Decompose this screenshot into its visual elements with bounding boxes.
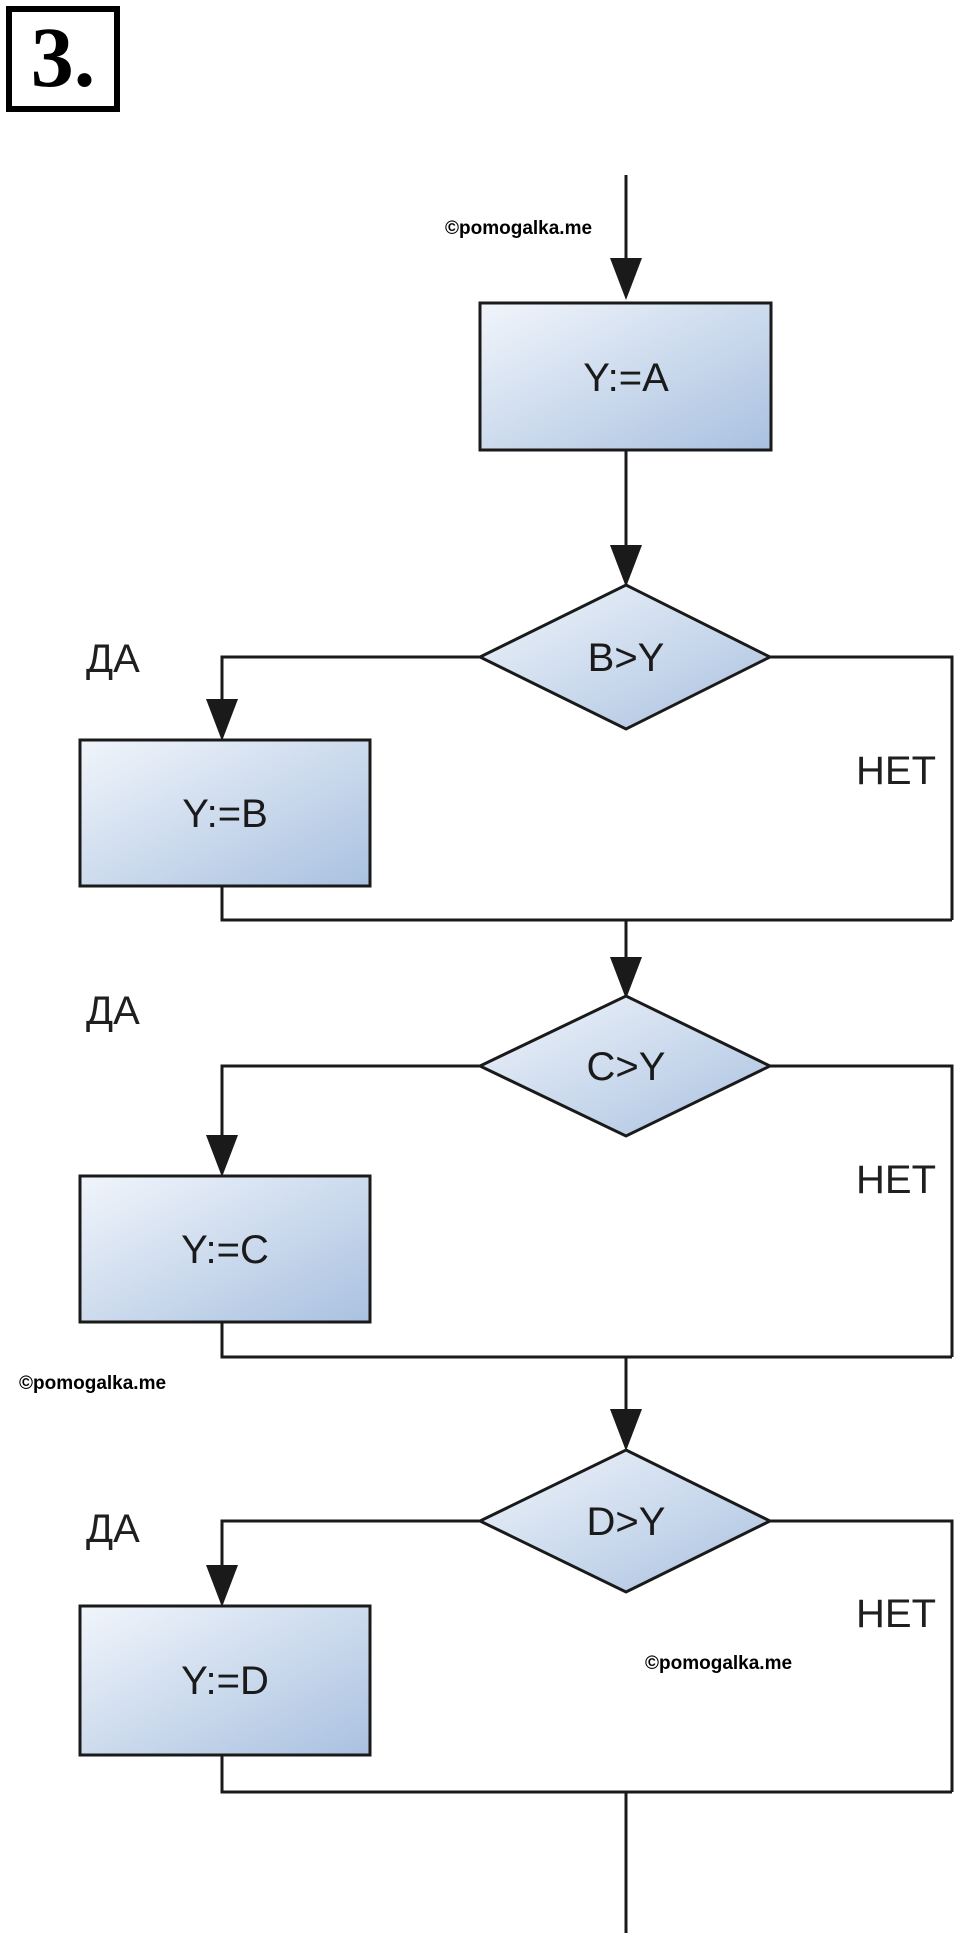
assign-block-1	[78, 738, 372, 888]
arrowhead-cond3	[610, 1409, 642, 1451]
yes-branch-3	[220, 1519, 480, 1603]
arrowhead-start	[610, 258, 642, 300]
arrowhead-assign1	[206, 699, 238, 741]
assign-block-2	[78, 1174, 372, 1324]
merge-1	[220, 886, 952, 922]
no-branch-2	[770, 1064, 954, 1357]
no-label-1: НЕТ	[856, 749, 936, 793]
decision-3-text: D>Y	[587, 1500, 666, 1544]
decision-1	[476, 583, 774, 731]
decision-2-text: C>Y	[587, 1045, 666, 1089]
watermark-3: ©pomogalka.me	[645, 1653, 792, 1674]
task-number: 3.	[30, 9, 96, 105]
arrowhead-assign3	[206, 1565, 238, 1607]
yes-label-1: ДА	[86, 637, 140, 681]
decision-1-text: B>Y	[588, 636, 665, 680]
no-label-3: НЕТ	[856, 1592, 936, 1636]
assign-block-1-text: Y:=B	[182, 792, 268, 836]
arrowhead-cond2	[610, 957, 642, 999]
watermark-1: ©pomogalka.me	[445, 218, 592, 239]
no-label-2: НЕТ	[856, 1158, 936, 1202]
yes-label-3: ДА	[86, 1507, 140, 1551]
start-block-text: Y:=A	[583, 356, 669, 400]
assign-block-2-text: Y:=C	[181, 1228, 269, 1272]
yes-label-2: ДА	[86, 989, 140, 1033]
watermark-2: ©pomogalka.me	[19, 1373, 166, 1394]
start-block	[478, 301, 773, 452]
decision-2	[476, 994, 774, 1138]
no-branch-1	[770, 655, 954, 920]
yes-branch-2	[220, 1064, 480, 1173]
task-number-box: 3.	[6, 6, 120, 112]
decision-3	[476, 1448, 774, 1594]
merge-2	[220, 1322, 952, 1359]
arrowhead-assign2	[206, 1135, 238, 1177]
assign-block-3-text: Y:=D	[181, 1659, 269, 1703]
no-branch-3	[770, 1519, 954, 1792]
arrowhead-cond1	[610, 545, 642, 587]
assign-block-3	[78, 1604, 372, 1757]
yes-branch-1	[220, 655, 480, 737]
merge-3	[220, 1755, 952, 1794]
